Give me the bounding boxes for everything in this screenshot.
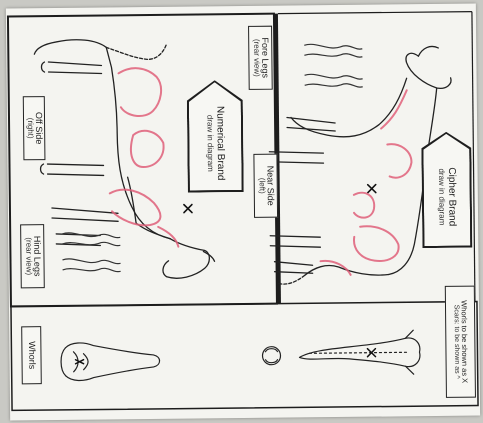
cipher-brand-title: Cipher Brand: [446, 167, 458, 226]
fore-legs-label-box: Fore Legs (rear view): [248, 26, 273, 90]
whorls-head-outline-right: [262, 330, 420, 376]
hind-legs-subtitle: (rear view): [23, 236, 32, 277]
hind-legs-rear-view-drawing: [62, 232, 120, 272]
numerical-brand-label-box: Numerical Brand draw in diagram: [187, 80, 244, 193]
fore-legs-title: Fore Legs: [260, 37, 270, 78]
near-side-label: Near Side (left): [257, 166, 275, 206]
near-side-markings: [319, 90, 413, 275]
cipher-brand-label: Cipher Brand draw in diagram: [437, 167, 457, 226]
hind-legs-title: Hind Legs: [32, 236, 42, 277]
cipher-brand-label-box: Cipher Brand draw in diagram: [421, 132, 472, 249]
off-side-subtitle: (right): [25, 112, 34, 144]
fore-legs-rear-view-drawing: [304, 44, 362, 88]
numerical-brand-subtitle: draw in diagram: [205, 106, 214, 181]
whorls-label: Whorls: [27, 341, 37, 369]
whorls-label-box: Whorls: [21, 326, 42, 384]
off-side-title: Off Side: [34, 112, 44, 144]
whorls-head-outline-left: [61, 342, 160, 381]
fore-legs-subtitle: (rear view): [251, 38, 260, 79]
near-side-title: Near Side: [265, 166, 275, 206]
near-side-subtitle: (left): [257, 166, 266, 206]
off-side-label: Off Side (right): [25, 112, 43, 145]
hind-legs-label: Hind Legs (rear view): [23, 236, 41, 277]
whorls-frame: [11, 302, 478, 411]
near-side-label-box: Near Side (left): [253, 154, 278, 218]
cipher-brand-subtitle: draw in diagram: [437, 167, 446, 226]
off-side-label-box: Off Side (right): [23, 96, 46, 160]
whorls-note-box: Whorls to be shown as X Scars: to be sho…: [445, 286, 476, 398]
numerical-brand-label: Numerical Brand draw in diagram: [205, 106, 225, 181]
numerical-brand-title: Numerical Brand: [214, 106, 226, 181]
identification-form-sheet: Off Side (right) Hind Legs (rear view) W…: [6, 4, 480, 421]
form-drawings: [6, 4, 480, 421]
hind-legs-label-box: Hind Legs (rear view): [20, 224, 45, 288]
whorls-note: Whorls to be shown as X Scars: to be sho…: [452, 300, 468, 383]
fore-legs-label: Fore Legs (rear view): [251, 37, 269, 78]
whorls-note-line1: Whorls to be shown as X: [460, 300, 470, 383]
whorls-note-line2: Scars: to be shown as ^: [452, 300, 460, 383]
